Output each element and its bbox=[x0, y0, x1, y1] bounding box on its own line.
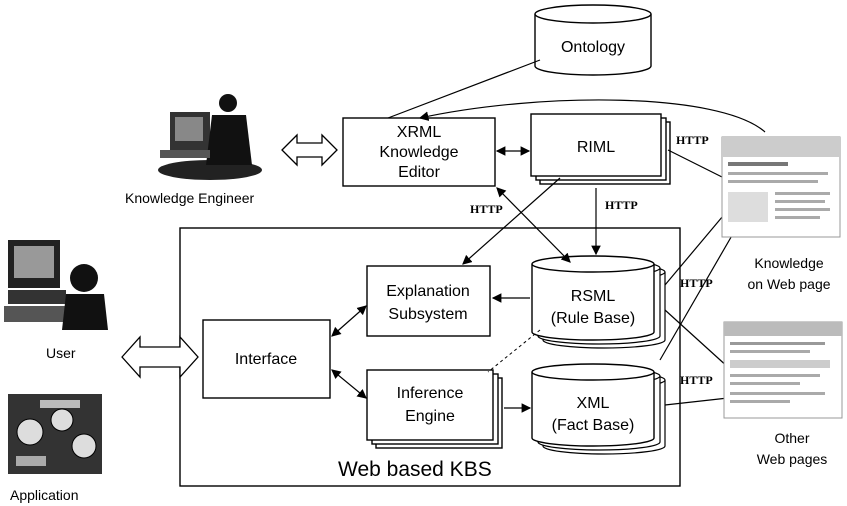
rsml-line1: RSML bbox=[571, 288, 616, 305]
xrml-line1: XRML bbox=[397, 124, 442, 141]
kbs-title: Web based KBS bbox=[338, 458, 492, 481]
application-icon bbox=[8, 394, 102, 474]
explanation-line2: Subsystem bbox=[388, 306, 467, 323]
knowledge-engineer-label: Knowledge Engineer bbox=[125, 190, 255, 206]
http-label-rsml: HTTP bbox=[680, 276, 713, 290]
riml-documents: RIML bbox=[530, 113, 671, 185]
xml-fact-base: XML (Fact Base) bbox=[531, 363, 666, 455]
http-label-riml-down: HTTP bbox=[605, 198, 638, 212]
xml-line2: (Fact Base) bbox=[552, 417, 635, 434]
knowledge-pages-line1: Knowledge bbox=[754, 255, 823, 271]
xml-line1: XML bbox=[577, 395, 610, 412]
ontology-label: Ontology bbox=[561, 39, 625, 56]
explanation-subsystem: Explanation Subsystem bbox=[366, 265, 491, 337]
http-label-editor: HTTP bbox=[470, 202, 503, 216]
user-icon bbox=[4, 240, 108, 330]
xrml-knowledge-editor: XRML Knowledge Editor bbox=[342, 117, 496, 187]
application-label: Application bbox=[10, 487, 79, 503]
knowledge-web-page-thumbnail bbox=[721, 136, 841, 238]
rsml-rule-base: RSML (Rule Base) bbox=[531, 255, 666, 349]
riml-label: RIML bbox=[577, 139, 615, 156]
xrml-line3: Editor bbox=[398, 164, 440, 181]
inference-engine: Inference Engine bbox=[366, 369, 503, 449]
ontology-cylinder: Ontology bbox=[534, 4, 652, 76]
user-label: User bbox=[46, 345, 76, 361]
other-pages-line2: Web pages bbox=[757, 451, 828, 467]
engineer-double-arrow bbox=[281, 133, 338, 167]
other-pages-line1: Other bbox=[774, 430, 809, 446]
xrml-line2: Knowledge bbox=[379, 144, 458, 161]
interface-box: Interface bbox=[202, 319, 331, 399]
interface-label: Interface bbox=[235, 351, 297, 368]
inference-line2: Engine bbox=[405, 408, 455, 425]
inference-line1: Inference bbox=[397, 385, 464, 402]
knowledge-pages-line2: on Web page bbox=[747, 276, 830, 292]
other-web-pages-thumbnail bbox=[723, 321, 843, 419]
rsml-line2: (Rule Base) bbox=[551, 310, 635, 327]
connectors bbox=[331, 59, 766, 413]
knowledge-engineer-icon bbox=[158, 94, 262, 180]
explanation-line1: Explanation bbox=[386, 283, 470, 300]
user-app-double-arrow bbox=[121, 335, 199, 379]
http-label-riml: HTTP bbox=[676, 133, 709, 147]
http-label-xml: HTTP bbox=[680, 373, 713, 387]
